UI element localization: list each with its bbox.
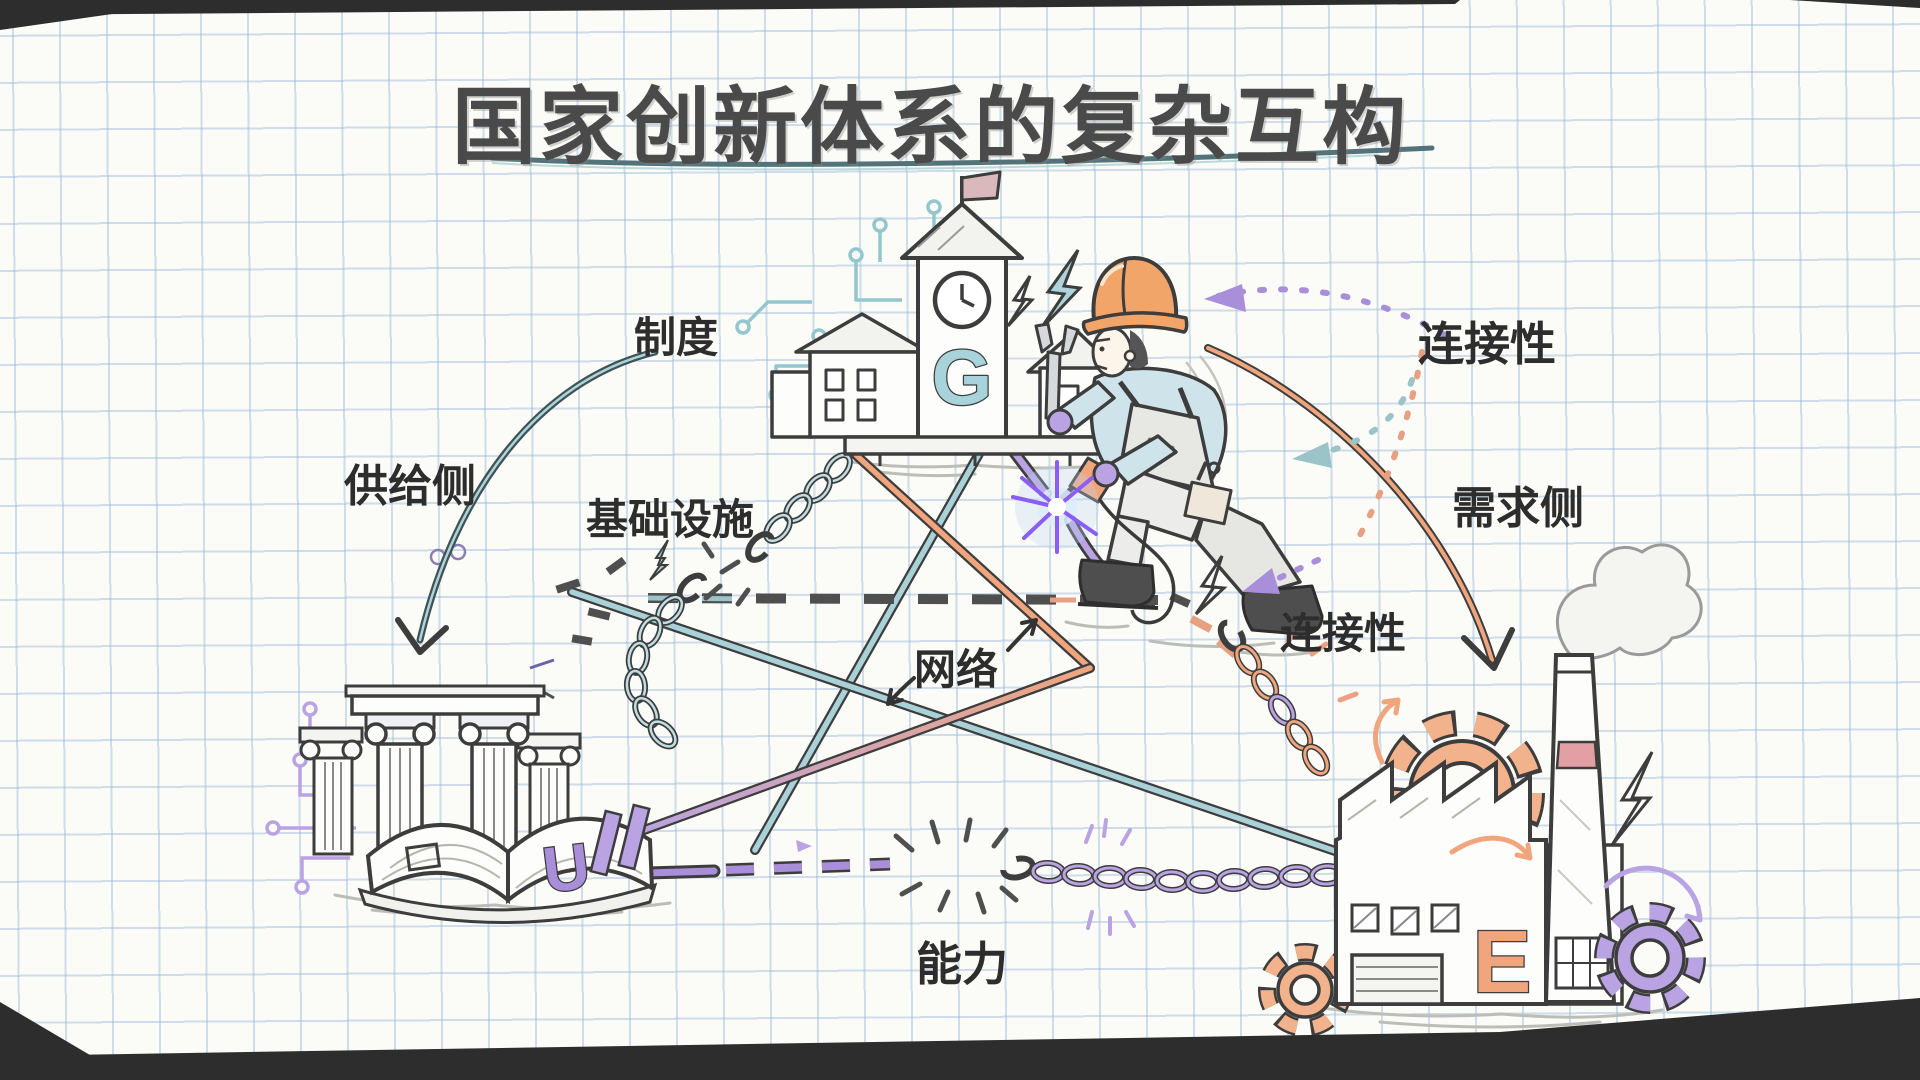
enterprise-letter: E [1473, 912, 1532, 1011]
gear-orange-small [1258, 943, 1352, 1037]
label-capability: 能力 [916, 938, 1008, 990]
government-building: G [735, 170, 1122, 466]
gear-arrow-accent-2 [1449, 835, 1533, 861]
label-connectivity-top: 连接性 [1418, 318, 1556, 370]
gear-arrow-accent [1372, 697, 1401, 765]
lightning-bolt-mid [1194, 555, 1228, 616]
connectivity-arcs [1194, 284, 1448, 616]
supply-side-arrow [395, 348, 659, 655]
label-network: 网络 [914, 646, 999, 693]
chain-government-university [626, 451, 855, 751]
orange-dashed-arc [1351, 349, 1425, 549]
worker-figure [1034, 256, 1324, 636]
clock-tower: G [900, 170, 1024, 442]
label-institution: 制度 [634, 314, 719, 361]
network-label-arrows [886, 618, 1038, 706]
enterprise-building: E [1258, 543, 1706, 1037]
label-infrastructure: 基础设施 [586, 496, 755, 543]
demand-side-arrow [1204, 344, 1515, 671]
smoke [1556, 543, 1703, 660]
purple-dashed-arc [1215, 286, 1448, 338]
chain-capability [796, 817, 1342, 936]
page-title: 国家创新体系的复杂互构 [452, 80, 1410, 174]
welding-spark [1011, 460, 1099, 554]
title-underline [489, 145, 1435, 171]
label-supply-side: 供给侧 [344, 462, 476, 511]
label-connectivity-mid: 连接性 [1280, 610, 1407, 657]
lightning-bolts-government [1006, 249, 1084, 332]
open-book: U [357, 803, 658, 924]
lightning-bolt-enterprise [1610, 751, 1654, 846]
teal-dashed-arc [1305, 377, 1415, 459]
government-letter: G [932, 333, 993, 421]
gear-purple-arc [1603, 865, 1703, 923]
university-building: U [265, 543, 658, 924]
label-demand-side: 需求侧 [1452, 484, 1584, 533]
university-letter: U [539, 829, 594, 906]
gear-purple [1594, 902, 1706, 1014]
